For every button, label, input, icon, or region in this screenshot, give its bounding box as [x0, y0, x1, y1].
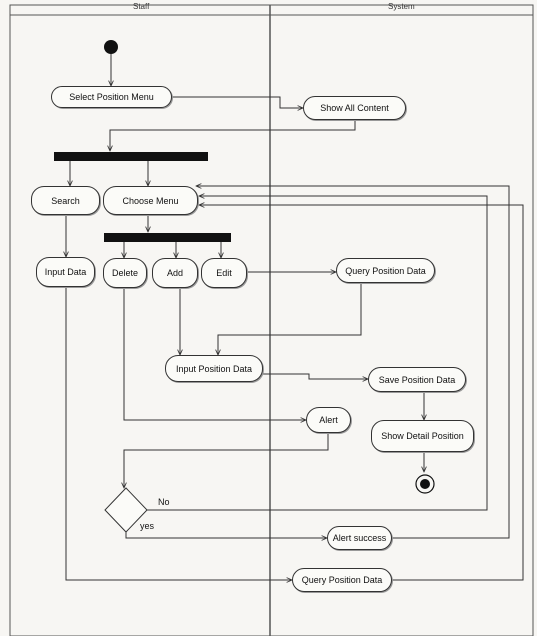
node-input-position-data: Input Position Data [165, 355, 263, 382]
fork-bar-top [54, 152, 208, 161]
node-delete: Delete [103, 258, 147, 288]
node-show-all-content: Show All Content [303, 96, 406, 120]
node-alert: Alert [306, 407, 351, 433]
node-search: Search [31, 186, 100, 215]
swimlane-frame [9, 4, 534, 636]
node-query-position-data-bottom: Query Position Data [292, 568, 392, 592]
lane-title-system: System [388, 2, 415, 11]
final-node [415, 474, 435, 494]
edge-input-querybottom [65, 287, 292, 580]
edge-select-show [172, 96, 303, 108]
edge-delete-alert [123, 288, 306, 420]
edge-decision-yes [125, 532, 327, 538]
node-show-detail-position: Show Detail Position [371, 420, 474, 452]
lane-title-staff: Staff [133, 2, 150, 11]
fork-bar-middle [104, 233, 231, 242]
node-save-position-data: Save Position Data [368, 367, 466, 392]
initial-node [104, 40, 118, 54]
node-input-data: Input Data [36, 257, 95, 287]
node-select-position-menu: Select Position Menu [51, 86, 172, 108]
edge-querybottom-choose [199, 205, 524, 581]
edge-inputpos-save [263, 373, 368, 379]
guard-label-no: No [158, 497, 170, 507]
edge-decision-no [147, 196, 488, 511]
node-add: Add [152, 258, 198, 288]
node-choose-menu: Choose Menu [103, 186, 198, 215]
edge-alertsuccess-choose [196, 186, 510, 539]
node-alert-success: Alert success [327, 526, 392, 550]
edge-show-fork [110, 120, 356, 151]
edge-query-inputpos [218, 283, 362, 355]
edge-alert-decision [124, 433, 329, 488]
node-query-position-data-top: Query Position Data [336, 258, 435, 283]
node-edit: Edit [201, 258, 247, 288]
guard-label-yes: yes [140, 521, 155, 531]
